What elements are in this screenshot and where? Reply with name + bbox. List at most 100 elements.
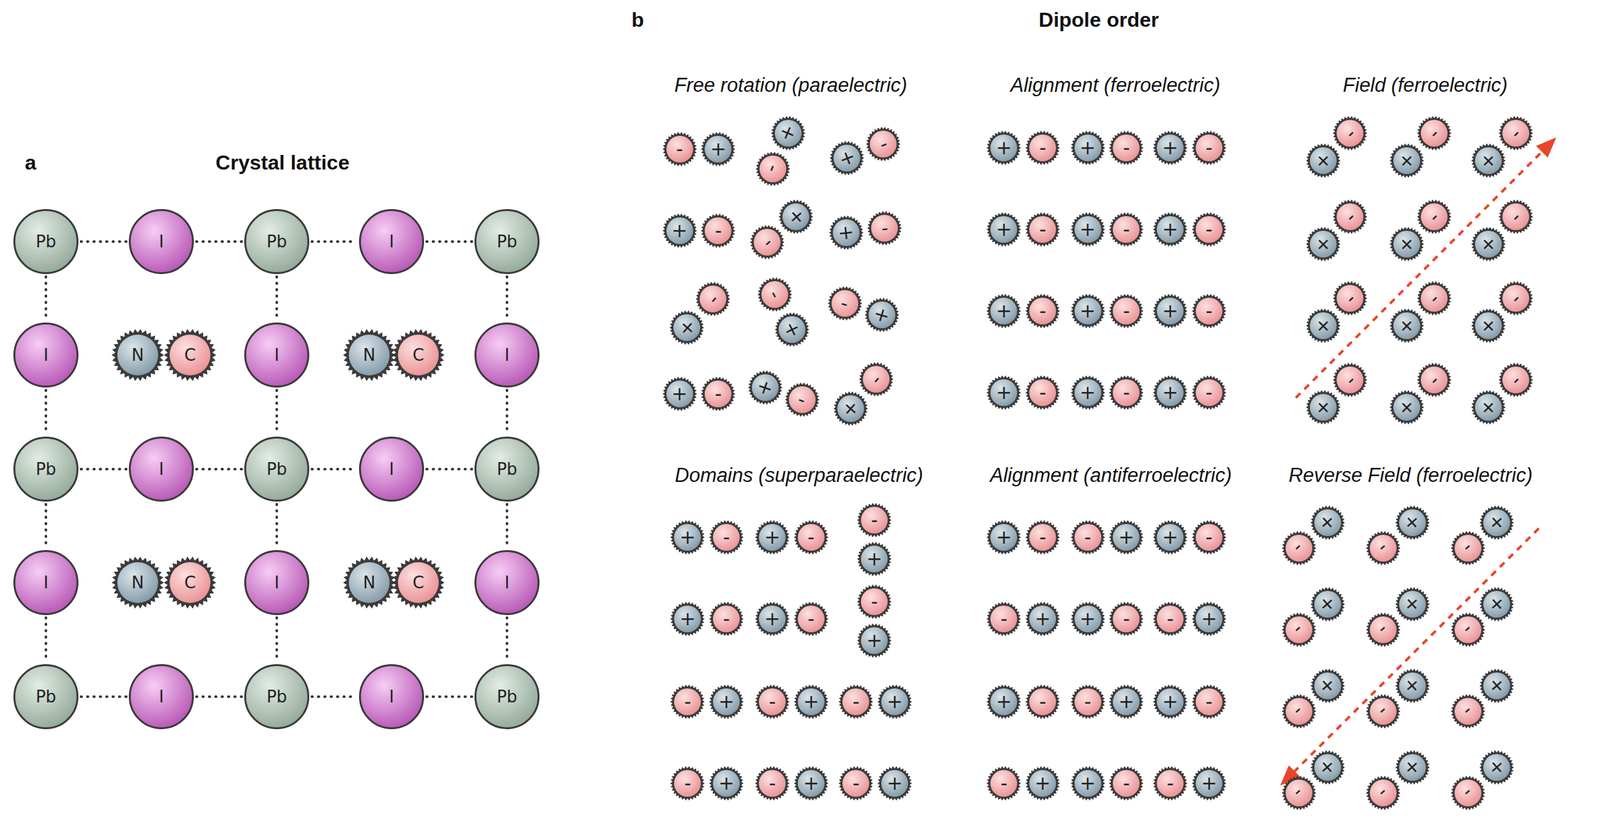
atom-circle: I bbox=[474, 550, 540, 616]
atom-circle: I bbox=[13, 322, 79, 388]
element-symbol: I bbox=[274, 574, 280, 592]
element-symbol: Pb bbox=[35, 688, 57, 706]
ion-bead: + bbox=[1305, 142, 1342, 179]
element-symbol: Pb bbox=[496, 688, 518, 706]
charge-sign: + bbox=[1079, 301, 1096, 321]
charge-sign: + bbox=[836, 222, 855, 243]
ion-bead: - bbox=[669, 765, 706, 802]
charge-sign: + bbox=[996, 692, 1013, 712]
ion-bead: - bbox=[1416, 115, 1453, 152]
ion-bead: + bbox=[1309, 668, 1346, 705]
ion-bead: + bbox=[1309, 749, 1346, 786]
ion-bead: + bbox=[1394, 668, 1431, 705]
ion-bead: + bbox=[708, 765, 745, 802]
ion-bead: - bbox=[1024, 130, 1061, 166]
charge-sign: - bbox=[1039, 220, 1047, 240]
ion-bead: - bbox=[827, 285, 863, 322]
ion-bead: + bbox=[1470, 226, 1507, 263]
bond-line bbox=[275, 504, 279, 548]
ion-bead: - bbox=[1497, 280, 1534, 317]
ion-bead: + bbox=[1394, 749, 1431, 786]
ion-bead: + bbox=[1470, 308, 1507, 344]
atom-circle: I bbox=[359, 209, 425, 275]
ion-bead: - bbox=[1152, 765, 1189, 802]
charge-sign: + bbox=[1079, 609, 1096, 629]
ion-bead: - bbox=[1024, 211, 1061, 248]
ion-bead: + bbox=[1394, 505, 1431, 541]
ion-bead: + bbox=[864, 297, 900, 333]
charge-sign: - bbox=[1205, 220, 1213, 240]
charge-sign: - bbox=[1039, 138, 1047, 158]
ion-bead: - bbox=[1191, 211, 1227, 248]
ion-bead: + bbox=[1394, 586, 1431, 623]
bond-line bbox=[426, 240, 472, 243]
ion-bead: + bbox=[1108, 684, 1145, 720]
ion-bead: + bbox=[985, 211, 1022, 248]
ion-bead: - bbox=[865, 126, 902, 162]
charge-sign: + bbox=[679, 528, 696, 548]
ion-bead: + bbox=[1070, 130, 1106, 166]
charge-sign: - bbox=[1084, 528, 1092, 548]
ion-bead: + bbox=[1070, 293, 1106, 330]
ion-bead: - bbox=[1281, 775, 1317, 812]
charge-sign: + bbox=[996, 138, 1013, 158]
ion-bead: - bbox=[1365, 612, 1402, 648]
charge-sign: N bbox=[362, 346, 375, 364]
ion-bead: - bbox=[1332, 198, 1368, 235]
charge-sign: + bbox=[887, 692, 903, 712]
charge-sign: + bbox=[866, 549, 883, 569]
charge-sign: + bbox=[802, 692, 819, 712]
charge-sign: + bbox=[1079, 383, 1096, 403]
ion-bead: + bbox=[668, 309, 705, 346]
charge-sign: + bbox=[1079, 138, 1096, 158]
bond-line bbox=[311, 695, 357, 699]
element-symbol: I bbox=[388, 688, 395, 706]
panel-title: Domains (superparaelectric) bbox=[674, 464, 923, 487]
ion-bead: + bbox=[832, 390, 869, 427]
ion-bead: - bbox=[1281, 693, 1317, 730]
charge-sign: - bbox=[1122, 138, 1131, 158]
ion-bead: - bbox=[1191, 130, 1227, 166]
charge-sign: - bbox=[1000, 609, 1008, 629]
ion-bead: + bbox=[876, 765, 913, 802]
charge-sign: - bbox=[723, 528, 731, 548]
charge-sign: - bbox=[1205, 138, 1213, 158]
charge-sign: + bbox=[802, 774, 819, 794]
charge-sign: - bbox=[807, 528, 815, 548]
ion-bead: - bbox=[1416, 280, 1453, 317]
element-symbol: Pb bbox=[496, 461, 518, 478]
ion-bead: + bbox=[770, 115, 807, 152]
charge-sign: + bbox=[764, 609, 781, 629]
ion-bead: + bbox=[669, 519, 706, 556]
atom-circle: Pb bbox=[244, 436, 310, 502]
charge-sign: + bbox=[996, 528, 1013, 548]
ion-bead: N bbox=[342, 328, 397, 382]
bond-line bbox=[44, 390, 48, 435]
ion-bead: - bbox=[1365, 693, 1402, 730]
ion-bead: + bbox=[1070, 765, 1106, 802]
ion-bead: + bbox=[1024, 765, 1061, 802]
ion-bead: + bbox=[1305, 389, 1342, 426]
ion-bead: + bbox=[985, 684, 1022, 720]
ion-bead: + bbox=[1388, 142, 1425, 179]
ion-bead: - bbox=[1497, 115, 1534, 152]
bond-line bbox=[505, 276, 509, 321]
ion-bead: + bbox=[1070, 374, 1106, 411]
element-symbol: I bbox=[43, 574, 49, 592]
ion-bead: - bbox=[756, 276, 793, 313]
ion-bead: C bbox=[163, 556, 217, 610]
charge-sign: + bbox=[1200, 609, 1217, 629]
charge-sign: - bbox=[1205, 383, 1213, 403]
ion-bead: + bbox=[1388, 308, 1425, 344]
panel-title: Alignment (antiferroelectric) bbox=[989, 464, 1232, 487]
ion-bead: - bbox=[1108, 765, 1145, 802]
atom-circle: Pb bbox=[474, 664, 540, 730]
ion-bead: + bbox=[829, 140, 865, 177]
ion-bead: + bbox=[1309, 586, 1346, 623]
ion-bead: - bbox=[1332, 362, 1368, 398]
ion-bead: + bbox=[856, 623, 893, 659]
ion-bead: + bbox=[708, 684, 745, 720]
atom-circle: I bbox=[244, 322, 310, 388]
charge-sign: C bbox=[412, 574, 425, 592]
ion-bead: + bbox=[1070, 601, 1106, 638]
